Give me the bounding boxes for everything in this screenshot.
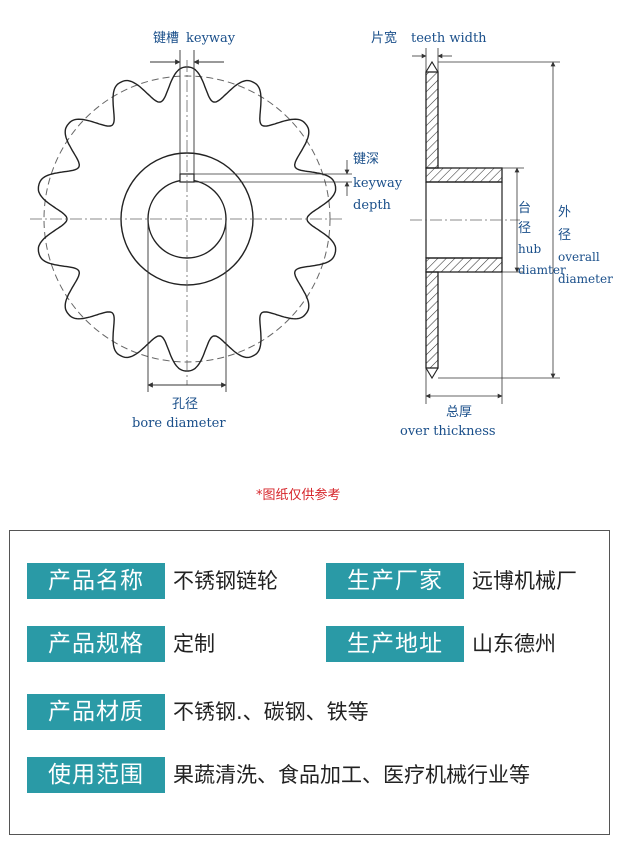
spec-panel: 产品名称 不锈钢链轮 生产厂家 远博机械厂 产品规格 定制 生产地址 山东德州 … [9, 530, 610, 835]
thickness-label-en: over thickness [400, 424, 496, 439]
teeth-width-label-cn: 片宽 [371, 31, 398, 46]
sprocket-drawing [30, 48, 560, 404]
spec-label-usage: 使用范围 [27, 757, 165, 793]
spec-value-material: 不锈钢.、碳钢、铁等 [173, 700, 369, 724]
spec-value-address: 山东德州 [472, 632, 556, 656]
side-teeth-upper [425, 71, 439, 169]
overall-label-cn1: 外 [558, 205, 572, 220]
bore-label-cn: 孔径 [172, 397, 199, 412]
hub-label-cn1: 台 [518, 201, 532, 216]
reference-note: *图纸仅供参考 [256, 488, 341, 503]
keyway-depth-label-cn: 键深 [353, 152, 380, 167]
spec-label-name: 产品名称 [27, 563, 165, 599]
spec-label-address: 生产地址 [326, 626, 464, 662]
overall-label-en1: overall [558, 250, 600, 264]
keyway-depth-label-en1: keyway [353, 176, 403, 191]
teeth-width-label-en: teeth width [411, 31, 487, 46]
hub-label-en1: hub [518, 242, 542, 256]
hub-label-en2: diamter [518, 263, 566, 277]
spec-value-usage: 果蔬清洗、食品加工、医疗机械行业等 [173, 763, 530, 787]
hub-label-cn2: 径 [518, 221, 532, 236]
spec-value-name: 不锈钢链轮 [173, 569, 278, 593]
side-teeth-lower [425, 271, 439, 369]
thickness-label-cn: 总厚 [446, 405, 473, 420]
spec-label-spec: 产品规格 [27, 626, 165, 662]
overall-label-cn2: 径 [558, 228, 572, 243]
spec-label-maker: 生产厂家 [326, 563, 464, 599]
spec-value-maker: 远博机械厂 [472, 569, 577, 593]
keyway-label-en: keyway [186, 31, 236, 46]
side-hub-upper [425, 167, 503, 183]
spec-value-spec: 定制 [173, 632, 215, 656]
keyway-depth-label-en2: depth [353, 198, 391, 213]
side-hub-lower [425, 257, 503, 273]
overall-label-en2: diameter [558, 272, 613, 286]
spec-label-material: 产品材质 [27, 694, 165, 730]
keyway-label-cn: 键槽 [153, 31, 180, 46]
bore-label-en: bore diameter [132, 416, 226, 431]
